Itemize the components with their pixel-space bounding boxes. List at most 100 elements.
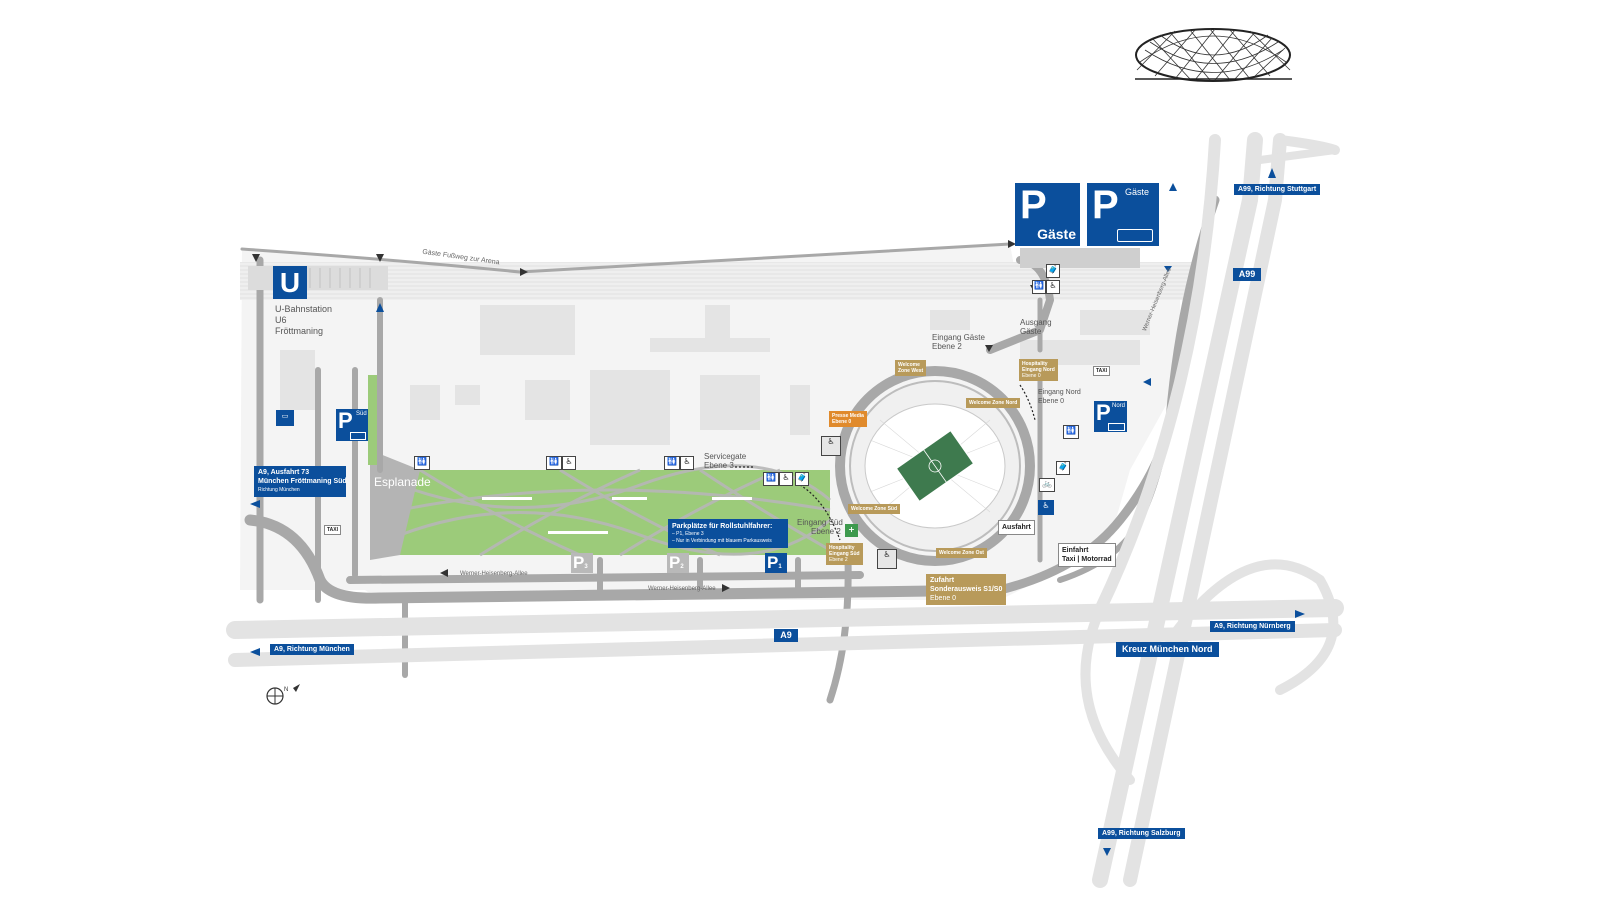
a9-shield: A9 xyxy=(774,629,798,642)
parking-p2-sign: P2 xyxy=(667,553,689,573)
kreuz-muenchen-nord-sign: Kreuz München Nord xyxy=(1116,642,1219,657)
exit-sign-line1: A9, Ausfahrt 73 xyxy=(258,469,310,476)
servicegate-line2: Ebene 3 xyxy=(704,461,734,470)
esplanade-label: Esplanade xyxy=(374,475,431,489)
wheelchair-icon: ♿ xyxy=(680,456,694,470)
exit-sign-line2: München Fröttmaning Süd xyxy=(258,478,347,485)
press-media-tag: Presse Media Ebene 0 xyxy=(829,411,867,427)
wheelchair-parking-info: Parkplätze für Rollstuhlfahrer: – P1, Eb… xyxy=(668,519,788,548)
luggage-icon: 🧳 xyxy=(795,472,809,486)
eingang-sued-line2: Ebene 2 xyxy=(811,527,841,536)
ubahn-name-line1: U-Bahnstation xyxy=(275,304,333,314)
parking-guests-bus-sign: P Gäste xyxy=(1087,183,1159,246)
ubahn-name-line3: Fröttmaning xyxy=(275,326,324,336)
wheelchair-icon: ♿ xyxy=(562,456,576,470)
toilet-icon: 🚻 xyxy=(546,456,562,470)
eingang-sued-line1: Eingang Süd xyxy=(797,518,843,527)
welcome-zone-sued-tag: Welcome Zone Süd xyxy=(848,504,901,514)
wheelchair-info-line1: – P1, Ebene 3 xyxy=(672,531,704,537)
servicegate-label: Servicegate Ebene 3 xyxy=(704,452,746,470)
toilet-icon: 🚻 xyxy=(414,456,430,470)
wheelchair-parking-icon: ♿ xyxy=(877,549,897,569)
compass-icon xyxy=(266,684,300,705)
welcome-zone-west-tag: Welcome Zone West xyxy=(895,360,927,376)
toilet-icon: 🚻 xyxy=(664,456,680,470)
servicegate-line1: Servicegate xyxy=(704,452,747,461)
road-label-werner-heisenberg: Werner-Heisenberg-Allee xyxy=(460,571,528,577)
hospitality-sued-line2: Eingang Süd xyxy=(829,551,860,557)
a99-shield: A99 xyxy=(1233,268,1261,281)
eingang-nord-line2: Ebene 0 xyxy=(1038,398,1065,405)
eingang-gaeste-line2: Ebene 2 xyxy=(932,342,962,351)
parking-nord-sign: P Nord xyxy=(1094,401,1127,432)
eingang-nord-line1: Eingang Nord xyxy=(1038,389,1081,396)
direction-muenchen-sign: A9, Richtung München xyxy=(270,644,354,655)
exit-73-sign: A9, Ausfahrt 73 München Fröttmaning Süd … xyxy=(254,466,347,497)
road-label-werner-heisenberg: Werner-Heisenberg-Allee xyxy=(648,586,716,592)
parking-guests-bus-p: P xyxy=(1092,183,1119,227)
exit-sign-line3: Richtung München xyxy=(258,487,300,493)
hospitality-nord-line2: Eingang Nord xyxy=(1022,367,1055,373)
taxi-stand-tag: TAXI xyxy=(1093,366,1111,376)
hospitality-nord-tag: Hospitality Eingang Nord Ebene 0 xyxy=(1019,359,1058,381)
press-media-line2: Ebene 0 xyxy=(832,419,852,425)
toilet-icon: 🚻 xyxy=(1032,280,1046,294)
ausgang-gaeste-label: Ausgang Gäste xyxy=(1020,318,1052,336)
luggage-icon: 🧳 xyxy=(1046,264,1060,278)
bus-icon xyxy=(1108,423,1125,431)
hospitality-sued-line1: Hospitality xyxy=(829,545,855,551)
ubahn-platform xyxy=(248,266,388,290)
bus-icon xyxy=(350,432,366,440)
parking-p3-letter: P xyxy=(573,553,585,572)
parking-p2-letter: P xyxy=(669,553,681,572)
ubahn-sign: U xyxy=(273,266,307,299)
parking-p3-number: 3 xyxy=(584,564,588,570)
toilet-icon: 🚻 xyxy=(1063,425,1079,439)
einfahrt-taxi-tag: Einfahrt Taxi | Motorrad xyxy=(1058,543,1116,567)
luggage-icon: 🧳 xyxy=(1056,461,1070,475)
zufahrt-sonderausweis-tag: Zufahrt Sonderausweis S1/S0 Ebene 0 xyxy=(926,574,1007,605)
welcome-west-line2: Zone West xyxy=(898,368,924,374)
ausfahrt-tag: Ausfahrt xyxy=(998,520,1035,535)
parking-nord-label: Nord xyxy=(1112,403,1126,409)
wheelchair-parking-icon: ♿ xyxy=(821,436,841,456)
wheelchair-icon: ♿ xyxy=(779,472,793,486)
wheelchair-info-line2: – Nur in Verbindung mit blauem Parkauswe… xyxy=(672,538,772,544)
parking-guests-bus-label: Gäste xyxy=(1125,187,1150,197)
wheelchair-icon: ♿ xyxy=(1038,500,1054,515)
zufahrt-line3: Ebene 0 xyxy=(930,595,957,602)
parking-guests-label: Gäste xyxy=(1037,226,1076,242)
direction-nuernberg-sign: A9, Richtung Nürnberg xyxy=(1210,621,1295,632)
parking-guests-sign: P Gäste xyxy=(1015,183,1080,246)
parking-p1-number: 1 xyxy=(778,564,782,570)
einfahrt-line1: Einfahrt xyxy=(1062,547,1089,554)
bus-icon xyxy=(1117,229,1153,242)
allianz-arena xyxy=(849,380,1021,552)
parking-nord-p: P xyxy=(1096,400,1111,425)
hospitality-sued-line3: Ebene 2 xyxy=(829,557,848,563)
parking-sued-p: P xyxy=(338,408,353,433)
eingang-sued-label: Eingang Süd Ebene 2 xyxy=(797,518,843,536)
first-aid-icon: + xyxy=(845,524,858,537)
parking-p1-letter: P xyxy=(767,553,779,572)
einfahrt-line2: Taxi | Motorrad xyxy=(1062,556,1112,563)
ubahn-name-line2: U6 xyxy=(275,315,287,325)
zufahrt-line2: Sonderausweis S1/S0 xyxy=(930,586,1003,593)
wheelchair-icon: ♿ xyxy=(1046,280,1060,294)
parking-p1-sign: P1 xyxy=(765,553,787,573)
buildings xyxy=(280,305,1150,445)
allianz-arena-logo xyxy=(1135,28,1292,82)
ausgang-gaeste-line1: Ausgang xyxy=(1020,318,1052,327)
compass-label: N xyxy=(284,687,289,693)
parking-p3-sign: P3 xyxy=(571,553,593,573)
eingang-gaeste-line1: Eingang Gäste xyxy=(932,333,985,342)
welcome-zone-nord-tag: Welcome Zone Nord xyxy=(966,398,1021,408)
toilet-icon: 🚻 xyxy=(763,472,779,486)
parking-p2-number: 2 xyxy=(680,564,684,570)
parking-sued-sign: P Süd xyxy=(336,409,368,441)
taxi-stand-tag: TAXI xyxy=(324,525,342,535)
parking-guests-p: P xyxy=(1020,183,1047,227)
bus-stop-icon: ▭ xyxy=(276,410,294,426)
hospitality-sued-tag: Hospitality Eingang Süd Ebene 2 xyxy=(826,543,863,565)
